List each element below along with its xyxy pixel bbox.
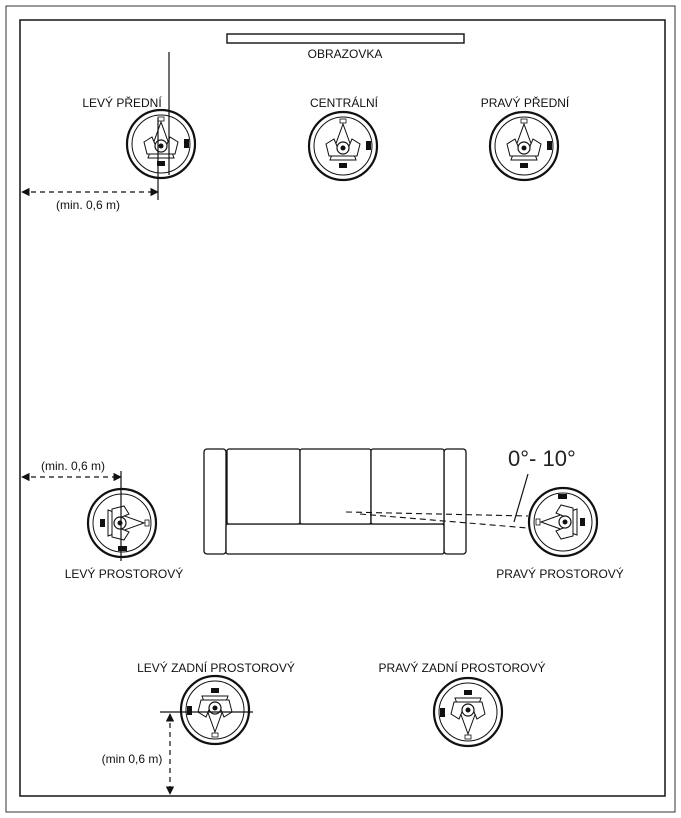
rear-right-speaker-icon xyxy=(432,676,504,748)
angle-leader-line xyxy=(513,473,529,523)
front-right-label: PRAVÝ PŘEDNÍ xyxy=(481,95,570,110)
surround-left-speaker-icon xyxy=(86,487,158,559)
rear-right-label: PRAVÝ ZADNÍ PROSTOROVÝ xyxy=(379,660,546,675)
room-outer-border xyxy=(5,5,676,813)
room-inner-border xyxy=(19,19,666,797)
surround-left-distance-label: (min. 0,6 m) xyxy=(41,459,105,473)
surround-left-label: LEVÝ PROSTOROVÝ xyxy=(65,566,183,581)
rear-left-distance-label: (min 0,6 m) xyxy=(102,752,163,766)
front-left-label: LEVÝ PŘEDNÍ xyxy=(82,95,162,110)
front-right-speaker-icon xyxy=(488,110,560,182)
screen-bar xyxy=(226,33,465,44)
angle-dashed-line-bottom xyxy=(359,513,529,529)
screen-label: OBRAZOVKA xyxy=(308,47,383,61)
surround-right-speaker-icon xyxy=(527,486,599,558)
surround-right-label: PRAVÝ PROSTOROVÝ xyxy=(496,566,624,581)
angle-label: 0°- 10° xyxy=(508,446,576,471)
front-left-distance-label: (min. 0,6 m) xyxy=(56,198,120,212)
center-label: CENTRÁLNÍ xyxy=(310,95,379,110)
front-left-speaker-icon xyxy=(125,108,197,180)
rear-left-speaker-icon xyxy=(179,674,251,746)
angle-dashed-line-top xyxy=(345,511,529,517)
rear-left-label: LEVÝ ZADNÍ PROSTOROVÝ xyxy=(137,660,295,675)
center-speaker-icon xyxy=(307,110,379,182)
sofa-icon xyxy=(203,448,467,555)
